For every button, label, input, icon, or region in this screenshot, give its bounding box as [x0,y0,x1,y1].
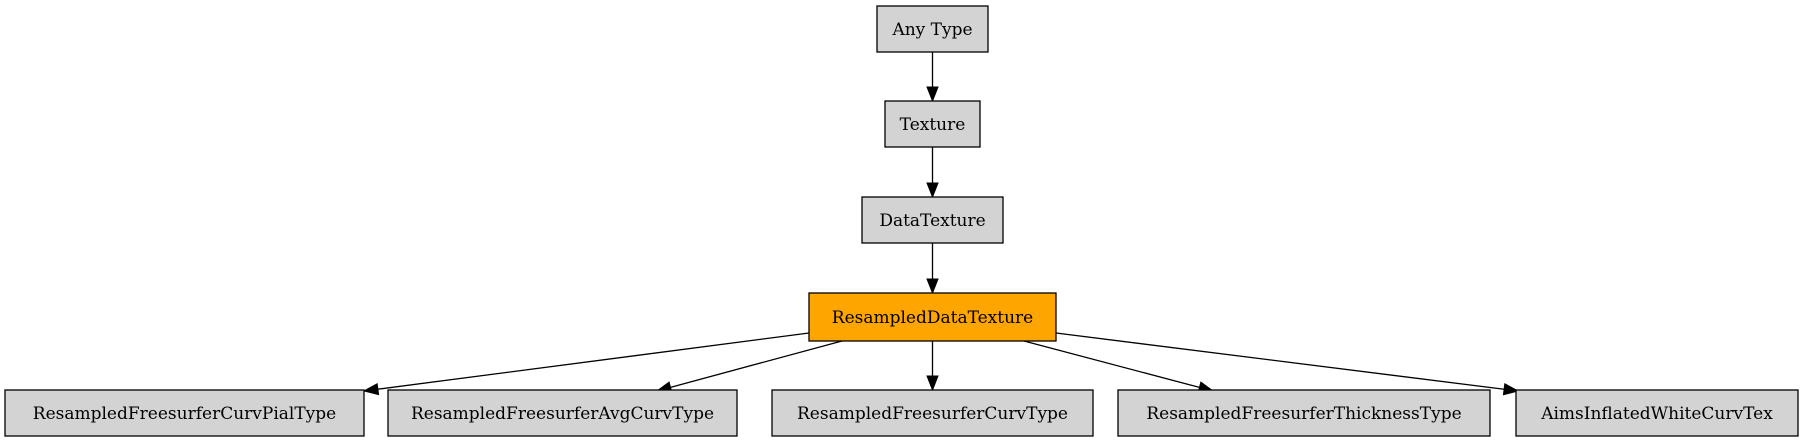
node-resampled-freesurfer-curv-type[interactable]: ResampledFreesurferCurvType [771,389,1094,437]
arrowhead-icon [926,278,939,295]
edge-texture-to-data-texture [926,147,939,199]
arrowhead-icon [362,382,380,396]
edge-line [1023,340,1200,389]
node-resampled-freesurfer-thickness-type[interactable]: ResampledFreesurferThicknessType [1117,389,1491,437]
arrowhead-icon [1502,383,1520,396]
edge-line [377,332,810,390]
node-texture[interactable]: Texture [884,100,981,148]
node-data-texture[interactable]: DataTexture [861,196,1004,244]
node-resampled-freesurfer-curv-pial-type[interactable]: ResampledFreesurferCurvPialType [4,389,365,437]
arrowhead-icon [926,375,939,392]
edge-line [670,340,843,388]
node-box[interactable] [876,5,989,53]
node-box[interactable] [884,100,981,148]
node-label: ResampledFreesurferAvgCurvType [411,404,714,424]
arrowhead-icon [926,182,939,199]
node-box[interactable] [771,389,1094,437]
edge-resampled-data-texture-to-resampled-freesurfer-curv-type [926,341,939,392]
node-resampled-freesurfer-avg-curv-type[interactable]: ResampledFreesurferAvgCurvType [387,389,738,437]
node-any-type[interactable]: Any Type [876,5,989,53]
edge-line [1055,332,1505,390]
node-label: ResampledFreesurferCurvPialType [33,404,336,424]
node-box[interactable] [1515,389,1799,437]
node-box[interactable] [1117,389,1491,437]
node-label: DataTexture [879,211,985,231]
node-box[interactable] [387,389,738,437]
edge-resampled-data-texture-to-aims-inflated-white-curv-tex [1055,332,1520,396]
edge-any-type-to-texture [926,52,939,103]
node-resampled-data-texture[interactable]: ResampledDataTexture [808,292,1057,342]
node-box[interactable] [4,389,365,437]
node-label: ResampledFreesurferCurvType [797,404,1068,424]
node-label: Texture [900,115,966,135]
node-label: ResampledDataTexture [832,308,1033,328]
node-aims-inflated-white-curv-tex[interactable]: AimsInflatedWhiteCurvTex [1515,389,1799,437]
node-box[interactable] [808,292,1057,342]
arrowhead-icon [926,86,939,103]
node-box[interactable] [861,196,1004,244]
node-label: Any Type [891,20,972,40]
edge-resampled-data-texture-to-resampled-freesurfer-curv-pial-type [362,332,810,396]
nodes-layer: Any TypeTextureDataTextureResampledDataT… [4,5,1799,437]
edge-data-texture-to-resampled-data-texture [926,243,939,295]
node-label: ResampledFreesurferThicknessType [1146,404,1461,424]
node-label: AimsInflatedWhiteCurvTex [1540,404,1773,424]
